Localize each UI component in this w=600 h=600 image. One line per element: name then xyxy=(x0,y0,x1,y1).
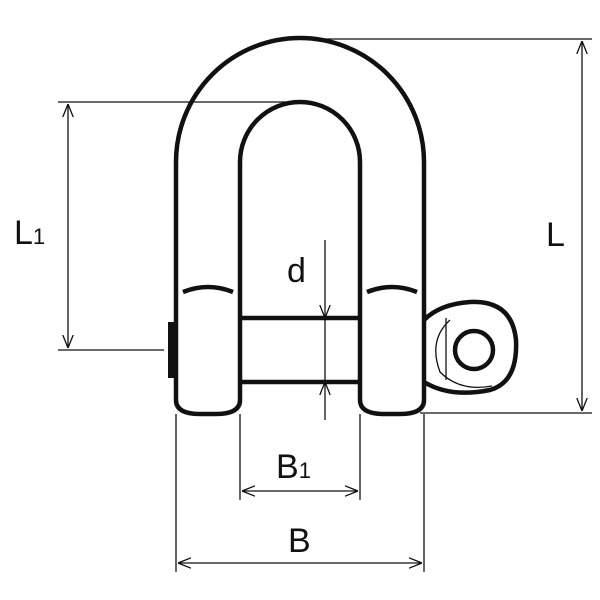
dimension-L: L xyxy=(318,38,592,414)
dimension-d: d xyxy=(287,240,325,420)
label-d: d xyxy=(287,252,306,290)
dimension-B1: B1 xyxy=(239,414,361,500)
label-B1: B1 xyxy=(276,448,311,486)
label-L1: L1 xyxy=(14,214,45,252)
pin-head xyxy=(168,322,176,378)
pin xyxy=(168,315,360,385)
label-L: L xyxy=(546,216,565,254)
label-B: B xyxy=(288,522,311,560)
shackle-body xyxy=(173,35,427,417)
dimension-B: B xyxy=(175,414,425,572)
dimension-L1: L1 xyxy=(14,101,290,351)
pin-eye xyxy=(422,299,519,395)
